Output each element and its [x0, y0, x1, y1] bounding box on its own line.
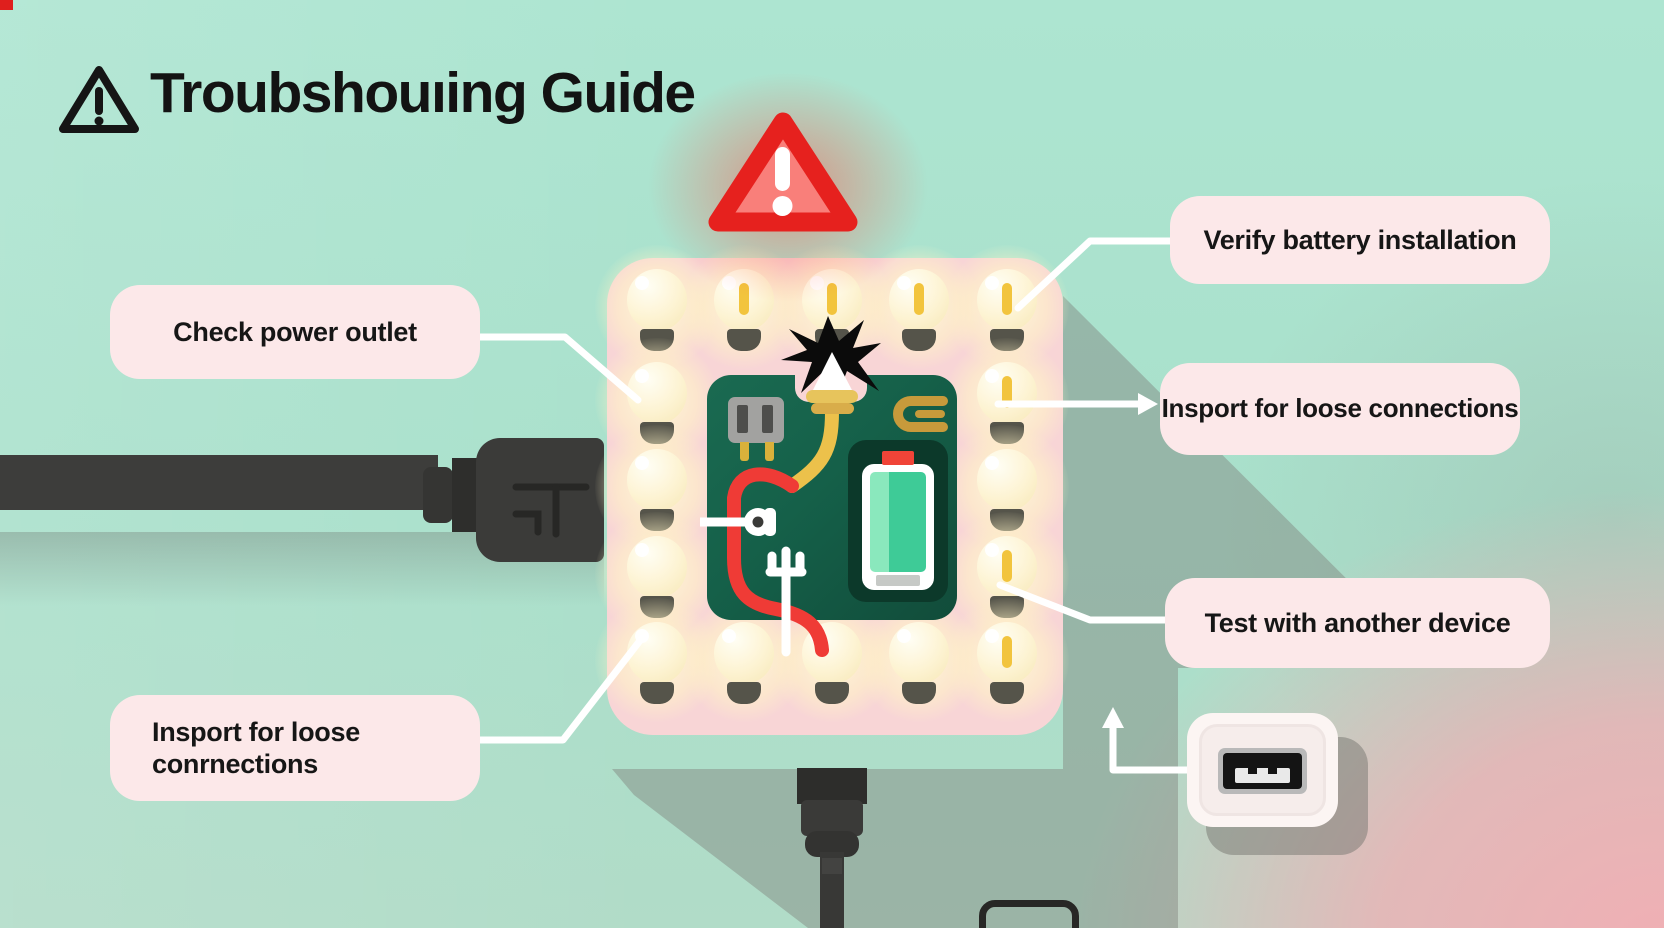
plug-prong: [765, 442, 774, 461]
bulb-glass: [627, 449, 687, 511]
bulb-base: [902, 682, 936, 704]
callout-inspect-loose-connections: Insport for loose connections: [1160, 363, 1520, 455]
bulb-glass: [714, 622, 774, 684]
battery-cap: [882, 451, 914, 465]
bulb-glass: [627, 622, 687, 684]
usb-socket-opening: [1223, 753, 1302, 789]
title-row: Troubshouıing Guide: [0, 0, 900, 150]
bulb-base: [727, 682, 761, 704]
usb-plug-head: [476, 438, 1079, 928]
usb-plug-emblem: [979, 900, 1079, 928]
callout-verify-battery: Verify battery installation: [1170, 196, 1550, 284]
battery-charge-level: [870, 472, 926, 572]
bulb-base: [727, 329, 761, 351]
callout-text: Check power outlet: [173, 316, 417, 347]
usb-cable-collar: [423, 467, 453, 523]
bulb-base: [990, 682, 1024, 704]
plug-component-icon: [728, 397, 784, 461]
bulb-glass: [889, 622, 949, 684]
plug-slot: [762, 405, 773, 433]
bulb-glass: [977, 536, 1037, 598]
bulb-glass: [627, 536, 687, 598]
callout-text: Verify battery installation: [1203, 224, 1517, 255]
battery-icon: [862, 464, 934, 590]
battery-compartment: [848, 440, 948, 602]
usb-tab-notch: [1268, 768, 1277, 774]
usb-socket: [1218, 748, 1307, 794]
bulb-glass: [977, 449, 1037, 511]
usb-port-icon: [1187, 713, 1338, 827]
power-adapter-device: [595, 245, 1069, 735]
plug-slot: [737, 405, 748, 433]
callout-text: Insport for loose connections: [1161, 393, 1519, 424]
battery-base: [876, 575, 920, 586]
bulb-glass: [977, 269, 1037, 331]
callout-test-another-device: Test with another device: [1165, 578, 1550, 668]
bulb-glass: [977, 362, 1037, 424]
bulb-glass: [977, 622, 1037, 684]
bulb-base: [815, 329, 849, 351]
light-bulb-icon: [945, 598, 1069, 726]
bulb-base: [815, 682, 849, 704]
callout-text: Test with another device: [1204, 607, 1511, 638]
usb-socket-tab: [1235, 768, 1290, 783]
usb-cable-collar: [452, 458, 480, 532]
bulb-base: [640, 682, 674, 704]
bulb-base: [902, 329, 936, 351]
bulb-socket-notch: [795, 372, 867, 402]
usb-tab-notch: [1248, 768, 1257, 774]
corner-artifact: [0, 0, 13, 10]
bulb-glass: [627, 362, 687, 424]
callout-text: Insport for loose conrnections: [152, 716, 360, 779]
plug-prong: [740, 442, 749, 461]
callout-inspect-loose-connections-2: Insport for loose conrnections: [110, 695, 480, 801]
bulb-glass: [802, 622, 862, 684]
page-title: Troubshouıing Guide: [150, 61, 696, 125]
callout-check-power-outlet: Check power outlet: [110, 285, 480, 379]
usb-cable: [0, 455, 438, 510]
